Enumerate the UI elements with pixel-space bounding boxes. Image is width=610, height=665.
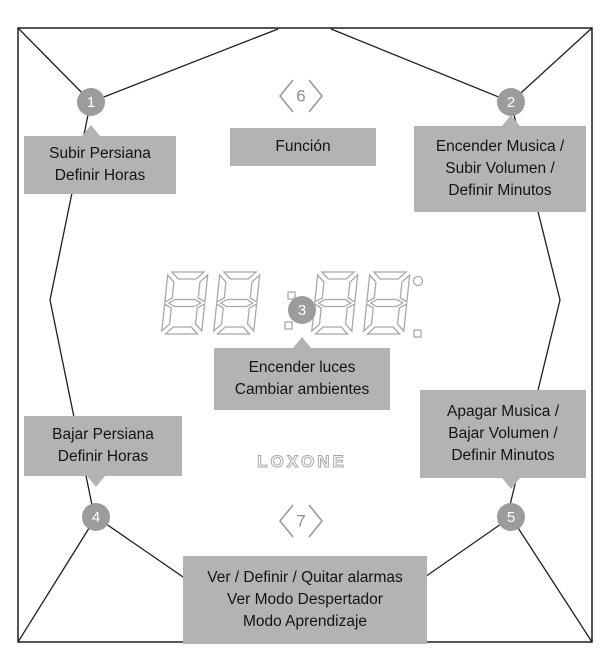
label-line: Ver Modo Despertador <box>227 591 383 608</box>
display-digit <box>212 271 261 335</box>
button-4-marker: 4 <box>82 503 110 531</box>
button-3-number: 3 <box>297 301 307 319</box>
label-line: Bajar Persiana <box>52 426 154 443</box>
display-digit <box>310 271 359 335</box>
label-line: Apagar Musica / <box>447 403 559 420</box>
pointer-triangle <box>502 478 520 489</box>
label-button-2: Encender Musica / Subir Volumen / Defini… <box>414 126 586 212</box>
fold-line <box>330 28 512 103</box>
button-5-number: 5 <box>506 508 516 526</box>
display-degree-icon <box>412 275 424 287</box>
label-line: Subir Volumen / <box>445 160 555 177</box>
display-colon-dot <box>284 321 293 330</box>
label-button-6: Función <box>230 128 376 166</box>
label-line: Modo Aprendizaje <box>242 613 368 630</box>
pointer-triangle <box>502 115 520 126</box>
fold-line <box>17 27 92 103</box>
button-6-number: 6 <box>296 86 306 106</box>
angle-right-icon <box>308 79 324 113</box>
fold-line <box>17 516 97 643</box>
label-line: Definir Minutos <box>451 447 555 464</box>
button-7-number: 7 <box>296 511 306 531</box>
button-4-number: 4 <box>91 508 101 526</box>
pointer-triangle <box>82 125 100 136</box>
button-3-marker: 3 <box>288 296 316 324</box>
fold-line <box>510 516 593 643</box>
label-button-7: Ver / Definir / Quitar alarmas Ver Modo … <box>183 556 427 644</box>
button-2-number: 2 <box>506 93 516 111</box>
label-line: Definir Horas <box>57 448 149 465</box>
label-line: Ver / Definir / Quitar alarmas <box>207 569 403 586</box>
pointer-triangle <box>293 337 311 348</box>
button-2-marker: 2 <box>497 88 525 116</box>
fold-line <box>90 28 279 103</box>
angle-right-icon <box>308 504 324 538</box>
label-line: Subir Persiana <box>49 145 151 162</box>
display-digit <box>362 271 411 335</box>
label-line: Encender Musica / <box>435 138 565 155</box>
label-line: Encender luces <box>248 359 356 376</box>
pointer-triangle <box>87 476 105 487</box>
button-1-number: 1 <box>86 93 96 111</box>
angle-left-icon <box>278 504 294 538</box>
brand-logo: LOXONE <box>257 452 347 471</box>
label-button-4: Bajar Persiana Definir Horas <box>24 416 182 476</box>
label-line: Definir Minutos <box>448 182 552 199</box>
angle-left-icon <box>278 79 294 113</box>
display-digit <box>160 271 209 335</box>
button-1-marker: 1 <box>77 88 105 116</box>
label-line: Bajar Volumen / <box>448 425 558 442</box>
button-5-marker: 5 <box>497 503 525 531</box>
label-button-5: Apagar Musica / Bajar Volumen / Definir … <box>420 390 586 478</box>
chevron-brackets <box>278 79 324 538</box>
display-period-dot <box>413 329 422 338</box>
label-line: Función <box>275 138 331 155</box>
fold-line <box>510 27 593 103</box>
label-button-3: Encender luces Cambiar ambientes <box>214 348 390 410</box>
label-line: Cambiar ambientes <box>234 381 370 398</box>
label-line: Definir Horas <box>54 167 146 184</box>
label-button-1: Subir Persiana Definir Horas <box>24 136 176 194</box>
